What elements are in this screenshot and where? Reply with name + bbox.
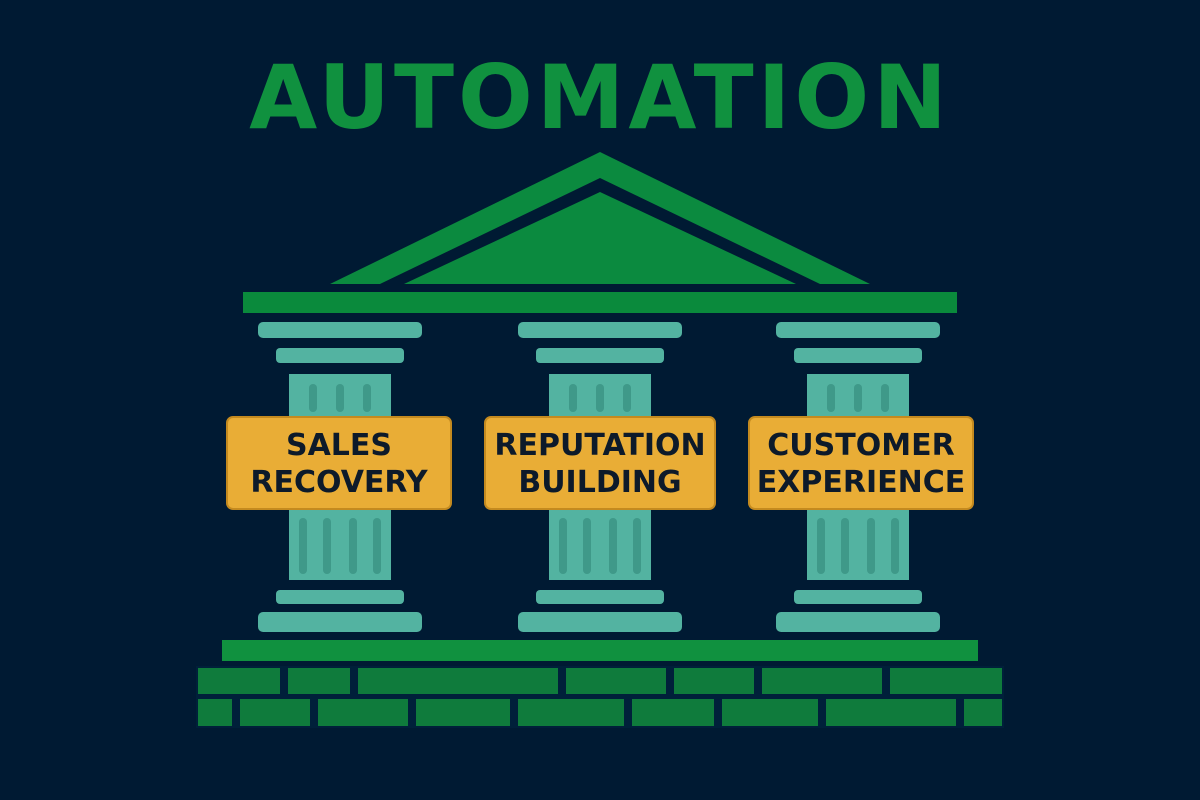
column-base-top — [794, 590, 922, 604]
foundation-brick — [964, 699, 1002, 726]
pillar-label-reputation-building: REPUTATION BUILDING — [484, 416, 716, 510]
column-flute — [817, 518, 825, 574]
foundation-brick — [358, 668, 558, 694]
column-flute — [827, 384, 835, 412]
column-flute — [841, 518, 849, 574]
brick-foundation — [196, 666, 1004, 728]
column-capital-bottom — [794, 348, 922, 363]
foundation-brick — [826, 699, 956, 726]
column-base-bottom — [518, 612, 682, 632]
column-capital-bottom — [536, 348, 664, 363]
foundation-brick — [566, 668, 666, 694]
column-base-bottom — [776, 612, 940, 632]
foundation-brick — [674, 668, 754, 694]
foundation-brick — [722, 699, 818, 726]
stylobate — [222, 640, 978, 661]
foundation-brick — [240, 699, 310, 726]
column-capital-bottom — [276, 348, 404, 363]
foundation-brick — [632, 699, 714, 726]
column-flute — [336, 384, 344, 412]
column-flute — [373, 518, 381, 574]
column-capital-top — [258, 322, 422, 338]
column-flute — [867, 518, 875, 574]
column-flute — [891, 518, 899, 574]
foundation-brick — [762, 668, 882, 694]
column-flute — [854, 384, 862, 412]
foundation-brick — [890, 668, 1002, 694]
column-flute — [569, 384, 577, 412]
column-capital-top — [518, 322, 682, 338]
column-flute — [609, 518, 617, 574]
column-base-bottom — [258, 612, 422, 632]
column-flute — [299, 518, 307, 574]
column-flute — [623, 384, 631, 412]
column-flute — [323, 518, 331, 574]
pillar-label-sales-recovery: SALES RECOVERY — [226, 416, 452, 510]
pillar-label-customer-experience: CUSTOMER EXPERIENCE — [748, 416, 974, 510]
foundation-brick — [198, 699, 232, 726]
foundation-brick — [288, 668, 350, 694]
foundation-brick — [318, 699, 408, 726]
column-flute — [363, 384, 371, 412]
column-flute — [309, 384, 317, 412]
column-capital-top — [776, 322, 940, 338]
column-flute — [596, 384, 604, 412]
column-flute — [881, 384, 889, 412]
foundation-brick — [198, 668, 280, 694]
diagram-title: AUTOMATION — [249, 46, 951, 149]
column-base-top — [276, 590, 404, 604]
column-base-top — [536, 590, 664, 604]
column-flute — [633, 518, 641, 574]
entablature-beam — [243, 292, 957, 313]
column-flute — [349, 518, 357, 574]
foundation-brick — [416, 699, 510, 726]
foundation-brick — [518, 699, 624, 726]
pediment-inner — [404, 192, 796, 284]
column-flute — [559, 518, 567, 574]
column-flute — [583, 518, 591, 574]
